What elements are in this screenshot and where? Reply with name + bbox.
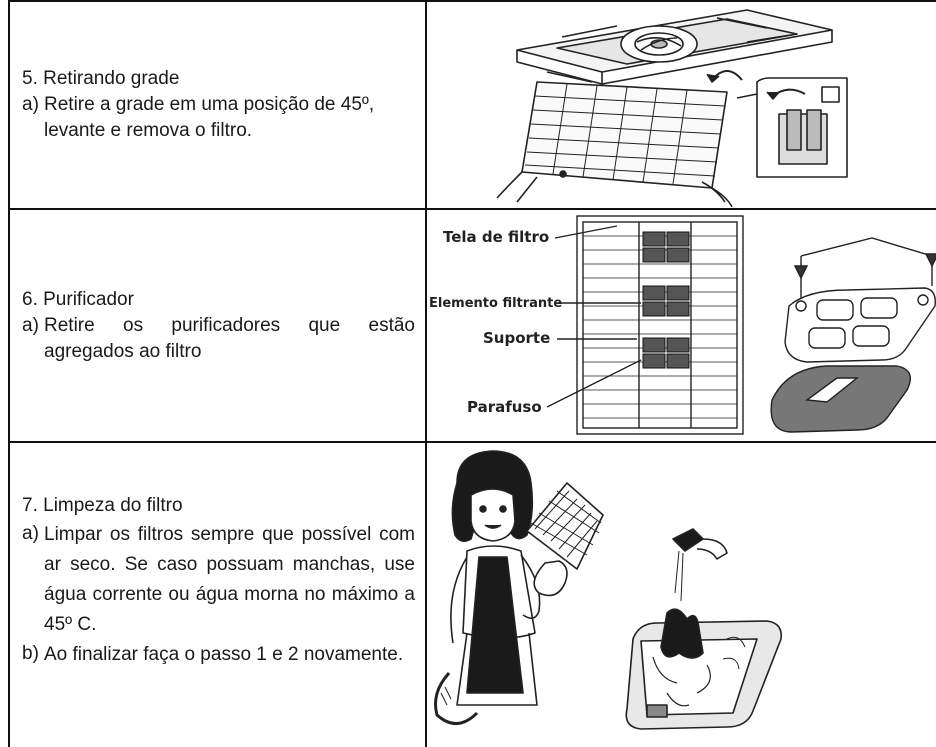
filter-cleaning-illustration (434, 450, 783, 730)
step-6-illustration-cell: Tela de filtro Elemento filtrante Suport… (425, 208, 936, 443)
step-6-text-cell: 6. Purificador a) Retire os purificadore… (8, 208, 427, 443)
step-5-illustration-cell (425, 0, 936, 210)
step-5-item-a: a) Retire a grade em uma posição de 45º,… (22, 92, 425, 144)
filter-diagram: Tela de filtro Elemento filtrante Suport… (429, 215, 936, 435)
step-row-6: 6. Purificador a) Retire os purificadore… (8, 208, 936, 443)
step-6-item-a: a) Retire os purificadores que estão agr… (22, 313, 425, 365)
step-row-7: 7. Limpeza do filtro a) Limpar os filtro… (8, 441, 936, 747)
manual-page: 5. Retirando grade a) Retire a grade em … (8, 0, 936, 747)
step-5-title: 5. Retirando grade (22, 68, 180, 89)
label-filter-screen: Tela de filtro (443, 228, 549, 246)
label-filter-element: Elemento filtrante (429, 296, 562, 311)
grille-removal-illustration (496, 9, 848, 208)
item-marker: a) (22, 94, 39, 115)
step-row-5: 5. Retirando grade a) Retire a grade em … (8, 0, 936, 210)
item-text: Ao finalizar faça o passo 1 e 2 novament… (44, 644, 404, 665)
steps-table: 5. Retirando grade a) Retire a grade em … (8, 0, 936, 747)
item-text: Retire a grade em uma posição de 45º, le… (44, 94, 375, 141)
item-marker: b) (22, 643, 39, 664)
label-support: Suporte (483, 329, 550, 347)
item-text: Limpar os filtros sempre que possível co… (44, 524, 415, 635)
step-6-title: 6. Purificador (22, 288, 134, 310)
label-screw: Parafuso (467, 398, 542, 416)
item-marker: a) (22, 523, 39, 544)
item-text: Retire os purificadores que estão agrega… (44, 314, 415, 362)
step-5-text-cell: 5. Retirando grade a) Retire a grade em … (8, 0, 427, 210)
item-marker: a) (22, 314, 39, 336)
step-7-item-b: b) Ao finalizar faça o passo 1 e 2 novam… (22, 640, 425, 670)
step-7-item-a: a) Limpar os filtros sempre que possível… (22, 520, 425, 640)
step-7-illustration-cell (425, 441, 936, 747)
step-7-text-cell: 7. Limpeza do filtro a) Limpar os filtro… (8, 441, 427, 747)
step-7-title: 7. Limpeza do filtro (22, 495, 183, 516)
